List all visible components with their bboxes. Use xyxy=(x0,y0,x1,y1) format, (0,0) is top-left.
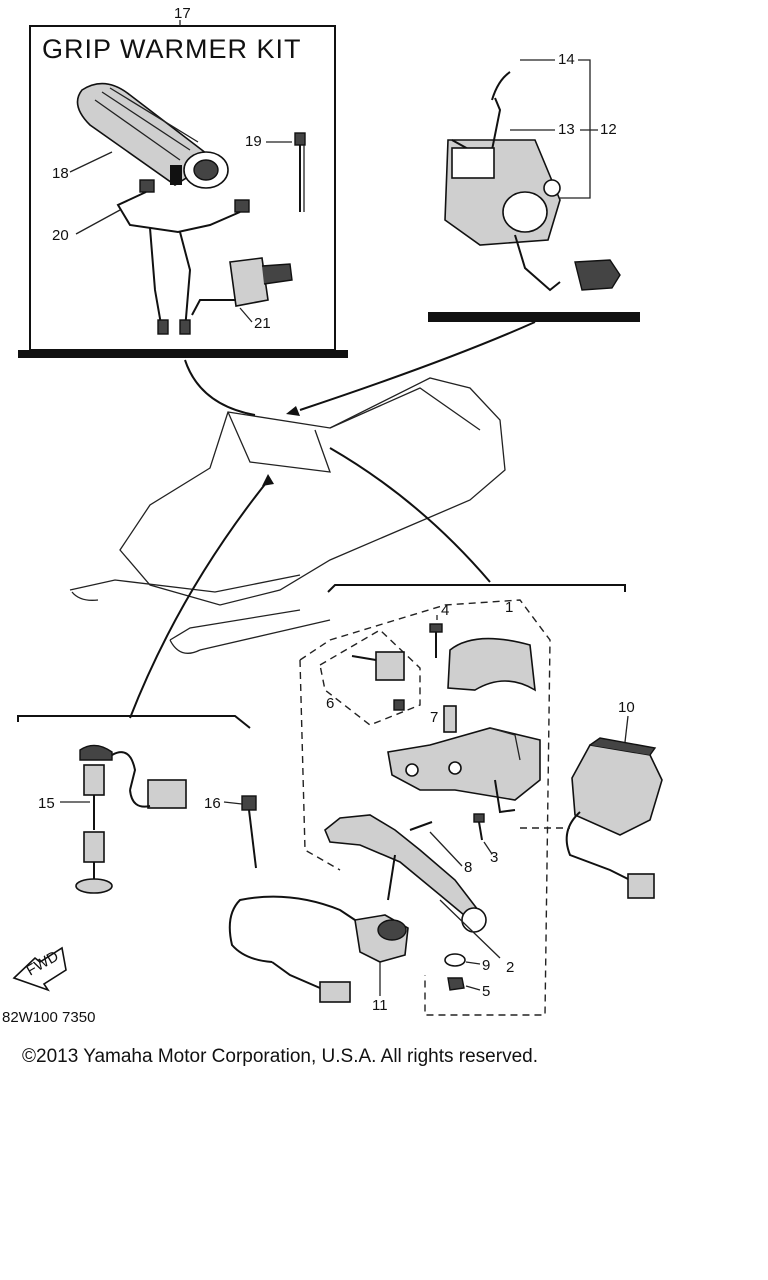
kit-lead-wire xyxy=(184,359,256,416)
assembly-dashed-outline xyxy=(299,599,551,1016)
sensor-kit-panel: 15 16 xyxy=(17,715,257,894)
switch-lead-wire xyxy=(299,321,536,411)
copyright-notice: ©2013 Yamaha Motor Corporation, U.S.A. A… xyxy=(22,1046,538,1067)
callout-5: 5 xyxy=(482,983,490,1000)
drawing-code: 82W100 7350 xyxy=(2,1009,95,1026)
throttle-lead-wire xyxy=(329,447,491,583)
callout-14: 14 xyxy=(558,51,575,68)
kit-title: GRIP WARMER KIT xyxy=(42,34,302,64)
callout-3: 3 xyxy=(490,849,498,866)
callout-16: 16 xyxy=(204,795,221,812)
callout-17: 17 xyxy=(174,5,191,22)
callout-8: 8 xyxy=(464,859,472,876)
kit-shadow-bar xyxy=(18,350,348,358)
grip-warmer-kit-panel: GRIP WARMER KIT 17 18 19 xyxy=(18,5,348,358)
callout-20: 20 xyxy=(52,227,69,244)
wire-harness-part xyxy=(116,179,250,335)
callout-10: 10 xyxy=(618,699,635,716)
subassembly-6-outline xyxy=(319,629,421,726)
cable-tie-part-19 xyxy=(294,132,306,212)
throttle-assembly-panel: 1 4 6 7 3 8 2 xyxy=(228,584,663,1016)
callout-1: 1 xyxy=(505,599,513,616)
callout-7: 7 xyxy=(430,709,438,726)
callout-15: 15 xyxy=(38,795,55,812)
callout-21: 21 xyxy=(254,315,271,332)
callout-12: 12 xyxy=(600,121,617,138)
callout-13: 13 xyxy=(558,121,575,138)
callout-9: 9 xyxy=(482,957,490,974)
callout-6: 6 xyxy=(326,695,334,712)
callout-19: 19 xyxy=(245,133,262,150)
callout-18: 18 xyxy=(52,165,69,182)
callout-11: 11 xyxy=(372,997,388,1014)
sensor-lead-wire xyxy=(129,477,271,719)
handlebar-switch-panel: 14 13 12 xyxy=(428,51,640,322)
snowmobile-outline xyxy=(69,377,506,654)
fwd-arrow-badge: FWD xyxy=(12,946,67,992)
kit-border xyxy=(29,25,336,351)
grip-warmer-switch-part xyxy=(191,257,293,316)
callout-4: 4 xyxy=(441,602,449,619)
switch-panel-shadow-bar xyxy=(428,312,640,322)
grip-warmer-part xyxy=(76,82,229,189)
callout-2: 2 xyxy=(506,959,514,976)
